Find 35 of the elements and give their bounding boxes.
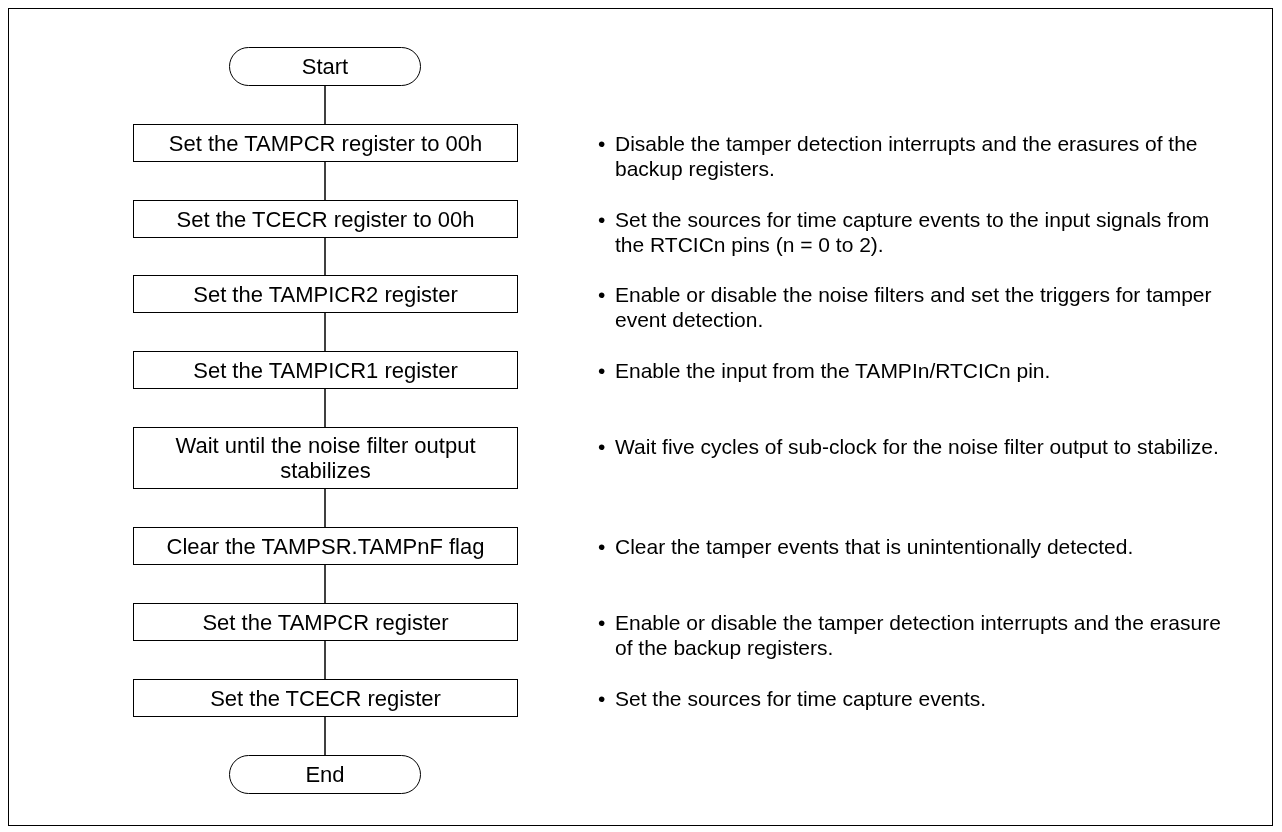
bullet-mark: • <box>598 282 606 307</box>
bullet-mark: • <box>598 131 606 156</box>
step-note: Wait five cycles of sub-clock for the noise filter output to stabilize. <box>615 434 1220 459</box>
process-box: Wait until the noise filter output stabilizes <box>133 427 518 489</box>
process-box: Set the TAMPCR register <box>133 603 518 641</box>
step-note: Disable the tamper detection interrupts and the erasures of the backup registers. <box>615 131 1199 181</box>
step-note: Enable the input from the TAMPIn/RTCICn pin. <box>615 358 1052 383</box>
process-box: Set the TAMPCR register to 00h <box>133 124 518 162</box>
connector-line <box>324 640 326 680</box>
connector-line <box>324 312 326 352</box>
terminal-shape: End <box>229 755 421 794</box>
step-note: Enable or disable the tamper detection interrupts and the erasure of the backup registers. <box>615 610 1222 660</box>
step-note: Enable or disable the noise filters and set the triggers for tamper event detection. <box>615 282 1213 332</box>
connector-line <box>324 488 326 528</box>
process-box: Set the TAMPICR2 register <box>133 275 518 313</box>
process-box: Set the TAMPICR1 register <box>133 351 518 389</box>
bullet-mark: • <box>598 610 606 635</box>
bullet-mark: • <box>598 686 606 711</box>
step-note: Set the sources for time capture events. <box>615 686 988 711</box>
connector-line <box>324 237 326 276</box>
connector-line <box>324 716 326 756</box>
bullet-mark: • <box>598 534 606 559</box>
connector-line <box>324 85 326 125</box>
terminal-shape: Start <box>229 47 421 86</box>
connector-line <box>324 161 326 201</box>
step-note: Set the sources for time capture events to the input signals from the RTCICn pins (n = 0 to 2). <box>615 207 1211 257</box>
process-box: Clear the TAMPSR.TAMPnF flag <box>133 527 518 565</box>
bullet-mark: • <box>598 358 606 383</box>
bullet-mark: • <box>598 434 606 459</box>
step-note: Clear the tamper events that is unintentionally detected. <box>615 534 1135 559</box>
process-box: Set the TCECR register to 00h <box>133 200 518 238</box>
connector-line <box>324 564 326 604</box>
bullet-mark: • <box>598 207 606 232</box>
connector-line <box>324 388 326 428</box>
process-box: Set the TCECR register <box>133 679 518 717</box>
